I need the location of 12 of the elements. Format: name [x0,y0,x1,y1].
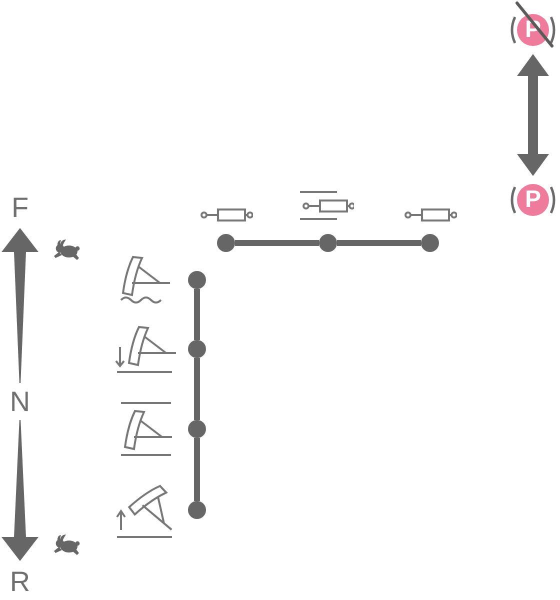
connector-line [194,358,200,420]
connector-line [337,240,421,246]
arrow [2,228,38,383]
connector-line [235,240,319,246]
connector-line [194,289,200,340]
double-arrow [517,54,549,176]
arrow [2,420,38,561]
direction-letter: N [6,387,34,417]
parking-sign: P [517,184,549,216]
direction-letter: F [6,193,34,223]
direction-letter: R [6,567,34,597]
connector-line [194,438,200,501]
